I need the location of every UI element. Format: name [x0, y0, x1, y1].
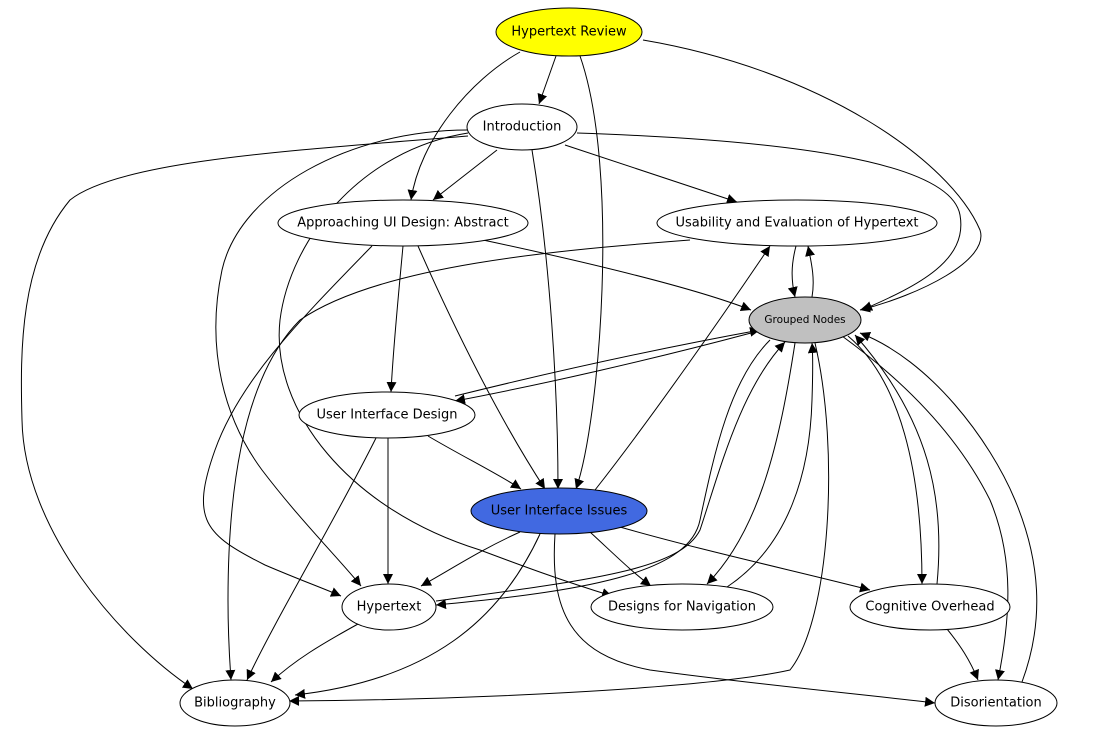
- edge-disorientation-to-grouped-nodes: [859, 331, 1038, 683]
- edge-introduction-to-grouped-nodes: [576, 132, 962, 311]
- edge-introduction-to-bibliography: [20, 135, 469, 690]
- node-label-hypertext: Hypertext: [357, 600, 422, 615]
- node-shape-user-interface-issues: [470, 487, 648, 535]
- edge-grouped-nodes-to-disorientation: [841, 335, 1009, 681]
- edge-grouped-nodes-to-user-interface-design: [454, 332, 752, 405]
- edge-hypertext-review-to-introduction: [537, 55, 557, 105]
- edge-grouped-nodes-to-designs-for-navigation: [706, 342, 796, 585]
- edge-user-interface-issues-to-usability-evaluation: [594, 245, 771, 491]
- edge-hypertext-review-to-user-interface-issues: [574, 55, 604, 490]
- node-hypertext[interactable]: Hypertext: [341, 583, 437, 631]
- edge-user-interface-issues-to-designs-for-navigation: [589, 531, 652, 587]
- edge-user-interface-design-to-bibliography: [246, 437, 377, 681]
- node-shape-introduction: [466, 103, 578, 151]
- node-approaching-ui-design[interactable]: Approaching UI Design: Abstract: [277, 199, 529, 247]
- node-shape-user-interface-design: [298, 391, 476, 439]
- node-shape-usability-evaluation: [656, 199, 938, 247]
- node-shape-grouped-nodes: [748, 296, 862, 344]
- node-user-interface-design[interactable]: User Interface Design: [298, 391, 476, 439]
- edge-user-interface-issues-to-disorientation: [553, 533, 936, 707]
- node-disorientation[interactable]: Disorientation: [934, 679, 1058, 727]
- node-label-approaching-ui-design: Approaching UI Design: Abstract: [297, 216, 508, 231]
- edge-grouped-nodes-to-usability-evaluation: [805, 245, 815, 298]
- node-cognitive-overhead[interactable]: Cognitive Overhead: [849, 583, 1011, 631]
- node-introduction[interactable]: Introduction: [466, 103, 578, 151]
- node-layer: Hypertext ReviewIntroductionApproaching …: [179, 7, 1058, 727]
- node-label-grouped-nodes: Grouped Nodes: [764, 314, 845, 326]
- node-grouped-nodes[interactable]: Grouped Nodes: [748, 296, 862, 344]
- node-shape-approaching-ui-design: [277, 199, 529, 247]
- edge-approaching-ui-design-to-user-interface-design: [386, 245, 404, 393]
- node-label-disorientation: Disorientation: [950, 696, 1042, 711]
- node-shape-designs-for-navigation: [590, 583, 774, 631]
- node-label-usability-evaluation: Usability and Evaluation of Hypertext: [676, 216, 919, 231]
- node-shape-cognitive-overhead: [849, 583, 1011, 631]
- node-designs-for-navigation[interactable]: Designs for Navigation: [590, 583, 774, 631]
- edge-approaching-ui-design-to-hypertext: [202, 245, 373, 597]
- node-shape-bibliography: [179, 679, 291, 727]
- node-usability-evaluation[interactable]: Usability and Evaluation of Hypertext: [656, 199, 938, 247]
- node-bibliography[interactable]: Bibliography: [179, 679, 291, 727]
- edge-cognitive-overhead-to-grouped-nodes: [854, 334, 940, 585]
- edge-hypertext-review-to-approaching-ui-design: [407, 51, 521, 201]
- edge-introduction-to-usability-evaluation: [564, 144, 738, 204]
- node-user-interface-issues[interactable]: User Interface Issues: [470, 487, 648, 535]
- node-label-cognitive-overhead: Cognitive Overhead: [865, 600, 994, 615]
- edge-introduction-to-user-interface-issues: [531, 149, 563, 490]
- edge-user-interface-issues-to-cognitive-overhead: [619, 526, 871, 593]
- node-hypertext-review[interactable]: Hypertext Review: [495, 7, 643, 57]
- node-label-user-interface-design: User Interface Design: [317, 408, 458, 423]
- node-shape-disorientation: [934, 679, 1058, 727]
- node-label-designs-for-navigation: Designs for Navigation: [608, 600, 756, 615]
- node-label-introduction: Introduction: [483, 120, 562, 135]
- edge-cognitive-overhead-to-disorientation: [946, 628, 979, 681]
- edge-grouped-nodes-to-hypertext: [435, 339, 771, 610]
- edge-introduction-to-approaching-ui-design: [432, 149, 498, 201]
- edge-hypertext-to-bibliography: [270, 623, 359, 683]
- edge-hypertext-review-to-grouped-nodes: [642, 39, 982, 313]
- edge-user-interface-design-to-user-interface-issues: [427, 435, 522, 490]
- edge-grouped-nodes-to-bibliography: [288, 342, 830, 706]
- node-shape-hypertext-review: [495, 7, 643, 57]
- edge-user-interface-design-to-grouped-nodes: [454, 326, 761, 397]
- node-label-hypertext-review: Hypertext Review: [511, 25, 627, 40]
- node-label-bibliography: Bibliography: [194, 696, 276, 711]
- edge-hypertext-to-grouped-nodes: [435, 341, 786, 602]
- edge-usability-evaluation-to-grouped-nodes: [787, 245, 798, 298]
- edge-user-interface-issues-to-hypertext: [420, 531, 521, 587]
- edge-user-interface-issues-to-bibliography: [294, 533, 541, 699]
- edge-approaching-ui-design-to-user-interface-issues: [417, 245, 546, 490]
- node-shape-hypertext: [341, 583, 437, 631]
- edge-approaching-ui-design-to-grouped-nodes: [482, 239, 752, 312]
- edge-introduction-to-hypertext: [215, 129, 469, 587]
- edge-usability-evaluation-to-bibliography: [225, 239, 691, 681]
- node-label-user-interface-issues: User Interface Issues: [491, 504, 628, 519]
- edge-designs-for-navigation-to-grouped-nodes: [726, 342, 818, 588]
